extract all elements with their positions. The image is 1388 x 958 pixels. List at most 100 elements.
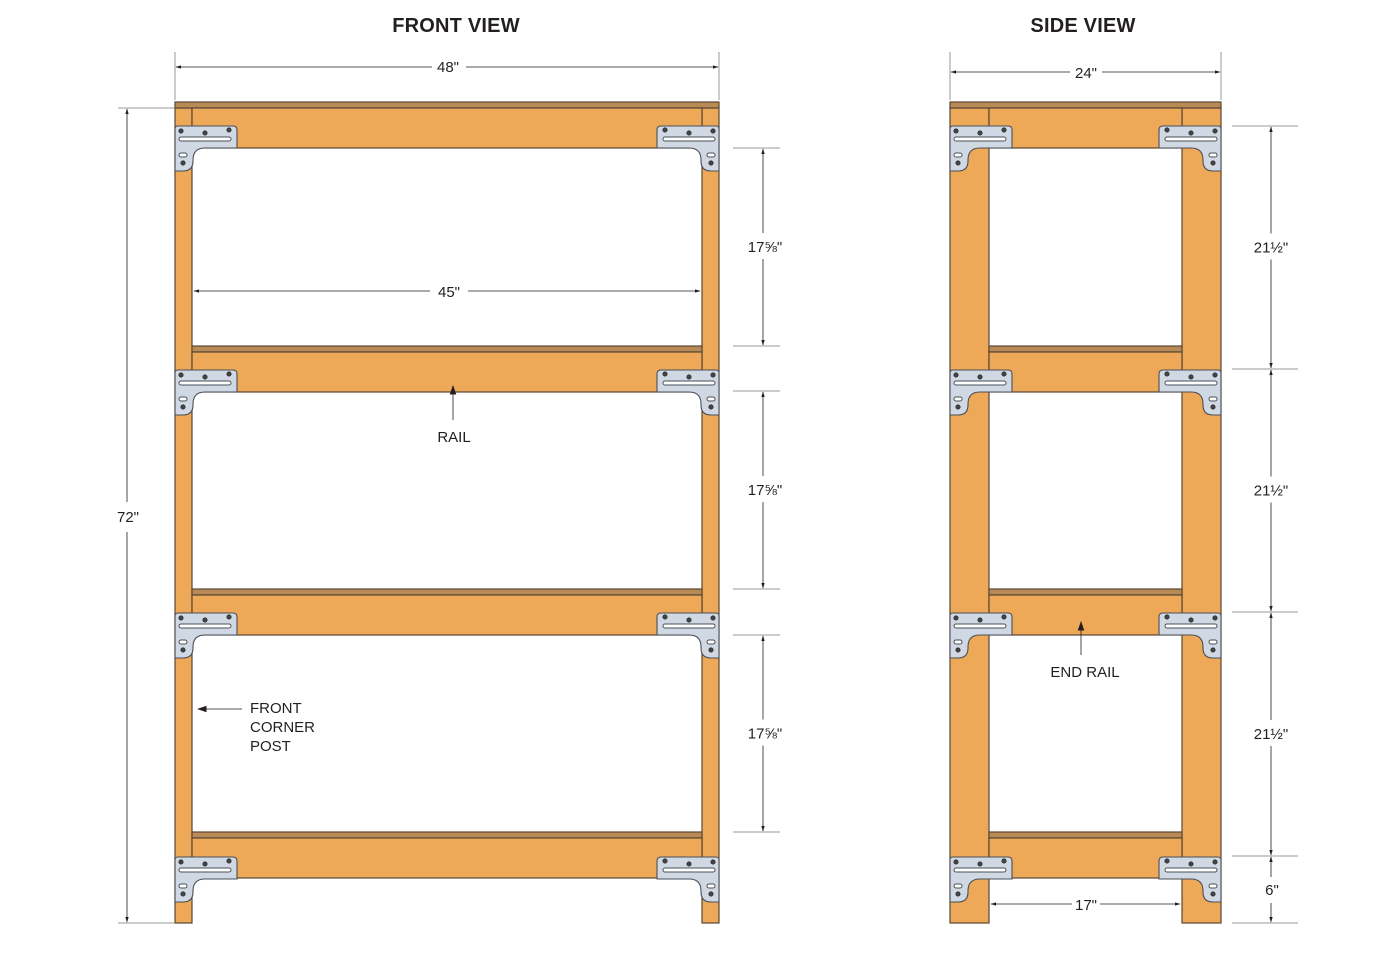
screw-icon — [202, 861, 208, 867]
front-rail — [191, 594, 703, 636]
rail-label: RAIL — [437, 429, 470, 446]
front-shelf-spacing-label: 17⅝" — [748, 482, 783, 499]
screw-icon — [977, 861, 983, 867]
screw-icon — [710, 615, 716, 621]
screw-icon — [1164, 858, 1170, 864]
front-right-corner-post — [701, 107, 720, 924]
screw-icon — [710, 859, 716, 865]
screw-icon — [686, 374, 692, 380]
screw-icon — [686, 617, 692, 623]
screw-icon — [955, 160, 961, 166]
front-corner-post-label-line-3: POST — [250, 738, 291, 755]
side-front-bracket — [949, 125, 1013, 172]
screw-icon — [180, 160, 186, 166]
front-right-bracket — [656, 369, 720, 416]
front-shelf-board — [191, 831, 703, 839]
side-shelf-level-upper-middle — [949, 345, 1222, 416]
side-overall-width-dimension: 24" — [949, 52, 1222, 100]
rail-callout: RAIL — [437, 385, 471, 446]
front-shelf-board — [191, 588, 703, 596]
front-rail — [191, 107, 703, 149]
side-shelf-spacing-dimension: 21½" — [1232, 125, 1298, 370]
screw-icon — [178, 859, 184, 865]
side-front-bracket — [949, 612, 1013, 659]
side-end-rail — [988, 107, 1183, 149]
screw-icon — [1188, 374, 1194, 380]
front-right-bracket — [656, 856, 720, 903]
screw-icon — [180, 891, 186, 897]
screw-icon — [977, 617, 983, 623]
screw-icon — [178, 128, 184, 134]
side-overall-width-label: 24" — [1075, 65, 1097, 82]
side-shelf-level-top — [949, 101, 1222, 172]
screw-icon — [178, 615, 184, 621]
screw-icon — [955, 404, 961, 410]
front-view: FRONT VIEW 48" 72" 17⅝"17⅝"17⅝" — [117, 15, 783, 924]
side-shelf-spacing-label: 21½" — [1254, 726, 1289, 743]
screw-icon — [1001, 858, 1007, 864]
screw-icon — [1210, 160, 1216, 166]
screw-icon — [686, 130, 692, 136]
screw-icon — [226, 614, 232, 620]
screw-icon — [662, 614, 668, 620]
front-shelf-spacing-dimension: 17⅝" — [733, 390, 783, 590]
front-shelf-level-upper-middle — [174, 345, 720, 416]
side-front-bracket — [949, 856, 1013, 903]
screw-icon — [953, 128, 959, 134]
screw-icon — [180, 404, 186, 410]
front-top-shelf-board — [174, 101, 720, 109]
screw-icon — [1212, 615, 1218, 621]
front-overall-width-label: 48" — [437, 59, 459, 76]
screw-icon — [202, 130, 208, 136]
screw-icon — [662, 858, 668, 864]
side-shelf-level-bottom — [949, 831, 1222, 903]
side-shelf-level-lower-middle — [949, 588, 1222, 659]
screw-icon — [955, 891, 961, 897]
screw-icon — [226, 371, 232, 377]
front-overall-width-dimension: 48" — [174, 52, 720, 100]
side-back-bracket — [1158, 612, 1222, 659]
front-corner-post-label-line-1: FRONT — [250, 700, 302, 717]
screw-icon — [1188, 861, 1194, 867]
side-top-shelf-board — [949, 101, 1222, 109]
front-shelf-spacing-dimension: 17⅝" — [733, 634, 782, 833]
end-rail-label: END RAIL — [1050, 664, 1119, 681]
front-right-bracket — [656, 125, 720, 172]
side-back-bracket — [1158, 369, 1222, 416]
side-shelf-board — [988, 588, 1183, 596]
side-bottom-clearance-dimension: 6" — [1232, 856, 1298, 924]
screw-icon — [1210, 891, 1216, 897]
front-corner-post-label-line-2: CORNER — [250, 719, 315, 736]
screw-icon — [686, 861, 692, 867]
screw-icon — [1001, 127, 1007, 133]
side-back-bracket — [1158, 856, 1222, 903]
front-left-bracket — [174, 856, 238, 903]
side-back-post — [1181, 107, 1222, 924]
screw-icon — [1164, 371, 1170, 377]
screw-icon — [953, 615, 959, 621]
side-shelf-board — [988, 831, 1183, 839]
screw-icon — [662, 127, 668, 133]
screw-icon — [953, 372, 959, 378]
front-left-bracket — [174, 612, 238, 659]
screw-icon — [708, 160, 714, 166]
screw-icon — [1164, 614, 1170, 620]
front-shelf-level-top — [174, 101, 720, 172]
side-shelf-spacing-label: 21½" — [1254, 483, 1289, 500]
front-view-title: FRONT VIEW — [392, 15, 520, 37]
screw-icon — [710, 128, 716, 134]
screw-icon — [202, 617, 208, 623]
side-front-bracket — [949, 369, 1013, 416]
side-bottom-clearance-label: 6" — [1265, 882, 1279, 899]
front-shelf-board — [191, 345, 703, 353]
front-shelf-level-lower-middle — [174, 588, 720, 659]
side-inner-width-label: 17" — [1075, 897, 1097, 914]
screw-icon — [1212, 128, 1218, 134]
front-shelf-level-bottom — [174, 831, 720, 903]
screw-icon — [1001, 614, 1007, 620]
side-shelf-spacing-dimension: 21½" — [1232, 611, 1298, 857]
screw-icon — [953, 859, 959, 865]
front-corner-post-callout: FRONT CORNER POST — [197, 700, 315, 755]
screw-icon — [1212, 859, 1218, 865]
screw-icon — [662, 371, 668, 377]
